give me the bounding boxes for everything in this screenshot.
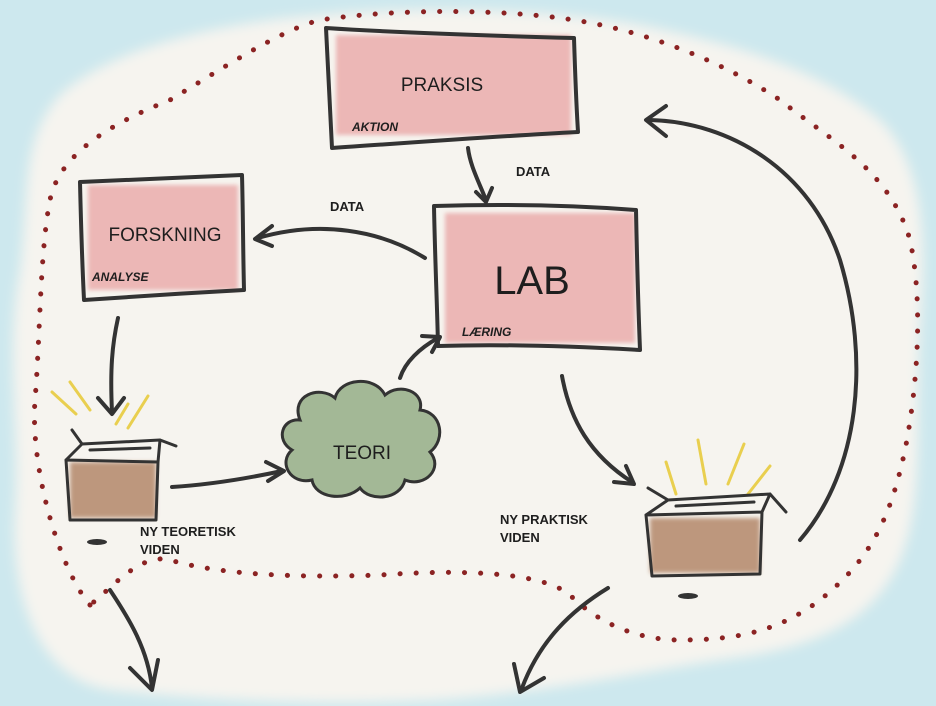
- teori-title: TEORI: [333, 443, 391, 464]
- arrow-praktisk-out-head: [512, 662, 546, 694]
- praktisk-label-line1: NY PRAKTISK: [500, 512, 588, 527]
- arrow-teori-to-lab: [398, 336, 440, 380]
- arrow-teoretisk-out-head: [128, 658, 160, 692]
- praksis-box-outline: [324, 26, 580, 150]
- sparkle-lines-left: [50, 380, 150, 430]
- arrow-forskning-to-viden-head: [96, 396, 126, 416]
- teoretisk-shadow: [87, 539, 107, 545]
- arrow-praksis-to-lab: [466, 146, 488, 202]
- box-praktisk-icon: NY PRAKTISK VIDEN: [500, 438, 788, 599]
- teoretisk-label-line1: NY TEORETISK: [140, 524, 236, 539]
- arrow-lab-to-forskning: [256, 226, 427, 260]
- praktisk-box-outline: [644, 486, 788, 578]
- praktisk-box-body: [650, 518, 760, 573]
- forskning-title: FORSKNING: [109, 225, 222, 246]
- sparkle-lines-right: [664, 438, 772, 496]
- praktisk-label-line2: VIDEN: [500, 530, 540, 545]
- teori-cloud: [280, 379, 442, 499]
- teoretisk-label-line2: VIDEN: [140, 542, 180, 557]
- arrow-viden-to-teori-head: [264, 460, 286, 483]
- edge-label-praksis-lab: DATA: [516, 164, 551, 179]
- arrow-forskning-to-viden: [109, 316, 120, 414]
- node-praksis: PRAKSIS AKTION: [324, 26, 580, 150]
- arrow-teori-to-lab-head: [420, 334, 442, 354]
- lab-box-fill: [445, 213, 635, 343]
- lab-box-outline: [432, 203, 642, 352]
- praksis-title: PRAKSIS: [401, 75, 483, 96]
- node-lab: LAB LÆRING: [432, 203, 642, 352]
- lab-subtitle: LÆRING: [462, 325, 511, 339]
- edge-label-lab-forskning: DATA: [330, 199, 365, 214]
- box-teoretisk-icon: NY TEORETISK VIDEN: [50, 380, 236, 557]
- arrow-praktisk-out: [520, 586, 610, 690]
- teoretisk-box-body: [70, 462, 156, 518]
- node-forskning: FORSKNING ANALYSE: [78, 173, 246, 302]
- dotted-boundary: [31, 9, 921, 643]
- lab-title: LAB: [494, 259, 570, 303]
- forskning-subtitle: ANALYSE: [91, 270, 149, 284]
- teoretisk-box-outline: [64, 428, 178, 522]
- arrow-lab-to-forskning-head: [253, 224, 274, 248]
- arrow-viden-to-praksis-head: [644, 104, 668, 138]
- arrow-viden-to-teori: [170, 469, 284, 489]
- node-teori: TEORI: [280, 379, 442, 499]
- arrows: [96, 104, 859, 694]
- arrow-lab-to-viden: [560, 374, 634, 484]
- praksis-subtitle: AKTION: [351, 120, 398, 134]
- arrow-lab-to-viden-head: [612, 464, 636, 486]
- arrow-praksis-to-lab-head: [474, 186, 494, 204]
- praksis-box-fill: [336, 35, 571, 135]
- arrow-teoretisk-out: [108, 588, 154, 690]
- forskning-box-outline: [78, 173, 246, 302]
- forskning-box-fill: [88, 185, 238, 290]
- arrow-viden-to-praksis: [648, 118, 859, 542]
- praktisk-shadow: [678, 593, 698, 599]
